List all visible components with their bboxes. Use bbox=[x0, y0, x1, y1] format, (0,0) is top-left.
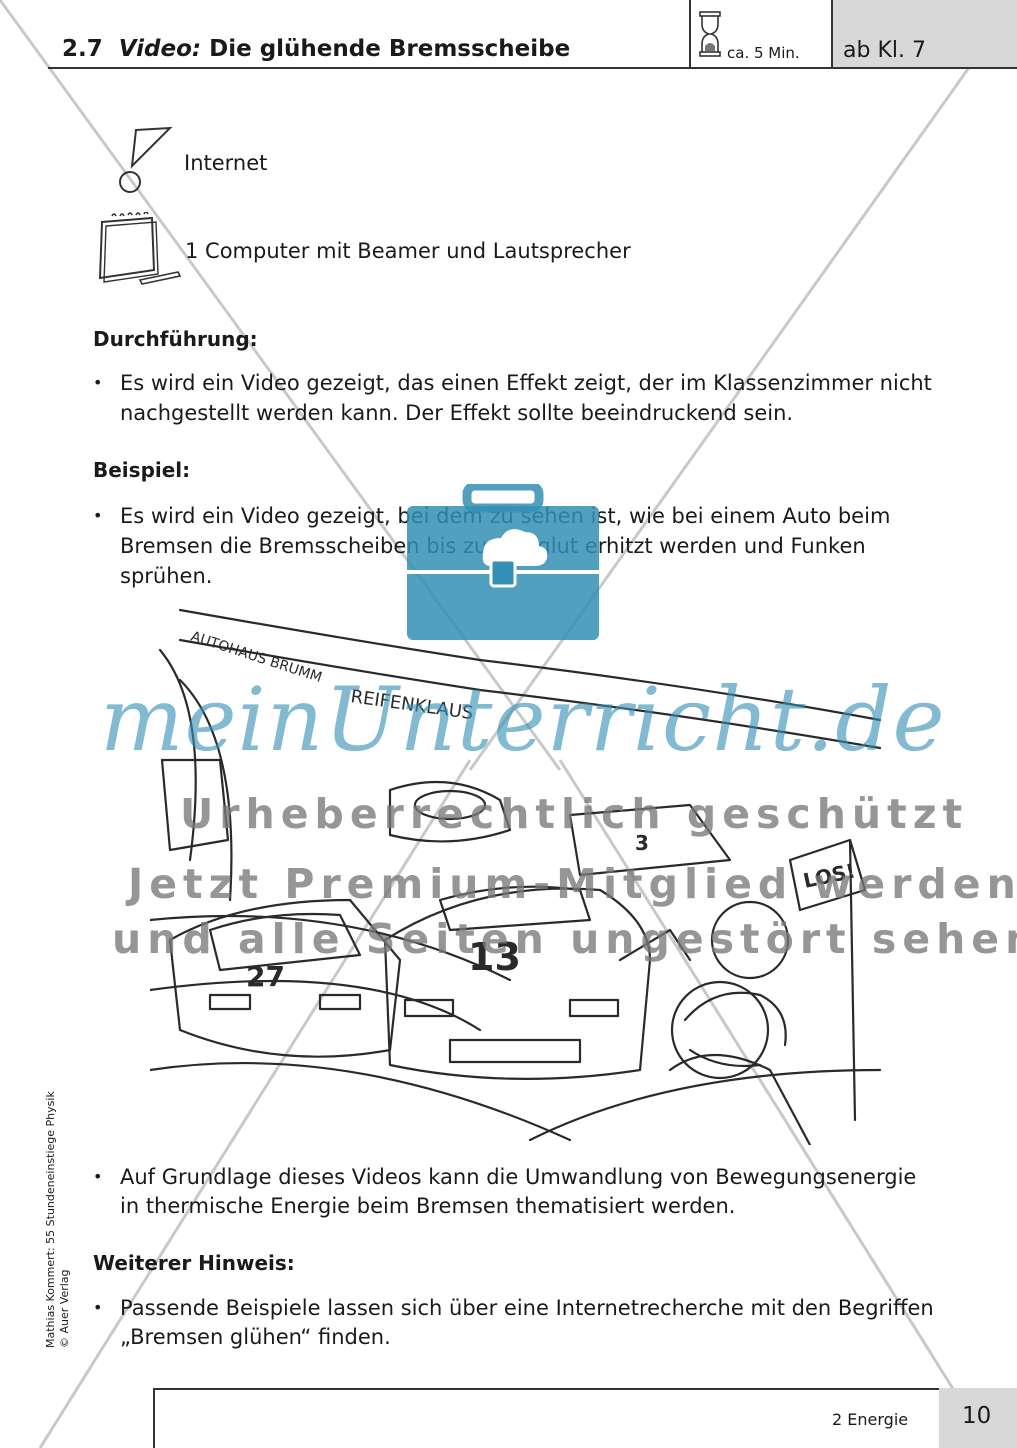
procedure-heading: Durchführung: bbox=[93, 327, 258, 351]
header-divider bbox=[831, 0, 833, 68]
race-cartoon-illustration: AUTOHAUS BRUMM REIFENKLAUS LOS! 27 13 3 bbox=[150, 608, 882, 1145]
briefcase-logo-icon bbox=[407, 484, 599, 640]
duration-label: ca. 5 Min. bbox=[727, 44, 800, 62]
hint-heading: Weiterer Hinweis: bbox=[93, 1251, 295, 1275]
watermark-line: Jetzt Premium-Mitglied werden bbox=[128, 860, 1017, 908]
bullet: • bbox=[93, 1167, 103, 1186]
grade-label: ab Kl. 7 bbox=[843, 38, 926, 63]
car-number-13: 13 bbox=[468, 935, 521, 979]
car-number-27: 27 bbox=[246, 960, 285, 993]
basis-text: in thermische Energie beim Bremsen thema… bbox=[120, 1194, 736, 1218]
title-text: Die glühende Bremsscheibe bbox=[209, 36, 571, 62]
example-heading: Beispiel: bbox=[93, 458, 191, 482]
basis-text: Auf Grundlage dieses Videos kann die Umw… bbox=[120, 1165, 917, 1189]
credit-publisher: © Auer Verlag bbox=[58, 1269, 71, 1348]
exclamation-icon bbox=[119, 126, 173, 193]
bullet: • bbox=[93, 373, 103, 392]
section-number: 2.7 bbox=[62, 36, 103, 62]
hint-text: Passende Beispiele lassen sich über eine… bbox=[120, 1296, 934, 1320]
footer-topic: 2 Energie bbox=[832, 1410, 909, 1429]
procedure-text: nachgestellt werden kann. Der Effekt sol… bbox=[120, 401, 794, 425]
car-number-3: 3 bbox=[635, 831, 649, 855]
bullet: • bbox=[93, 1298, 103, 1317]
page-title: 2.7 Video: Die glühende Bremsscheibe bbox=[62, 36, 570, 62]
notepad-icon bbox=[98, 212, 182, 285]
title-kind: Video: bbox=[118, 36, 202, 62]
material-internet: Internet bbox=[184, 151, 268, 175]
hint-text: „Bremsen glühen“ finden. bbox=[120, 1325, 391, 1349]
example-text: sprühen. bbox=[120, 564, 213, 588]
procedure-text: Es wird ein Video gezeigt, das einen Eff… bbox=[120, 371, 932, 395]
watermark-line: Urheberrechtlich geschützt bbox=[180, 790, 969, 838]
credit-author: Mathias Kommert: 55 Stundeneinstiege Phy… bbox=[44, 1091, 57, 1348]
page-number: 10 bbox=[962, 1403, 992, 1429]
header-rule bbox=[48, 67, 1017, 69]
grade-box bbox=[833, 0, 1017, 67]
watermark-brand: meinUnterricht.de bbox=[100, 668, 946, 771]
watermark-line: und alle Seiten ungestört sehen! bbox=[112, 915, 1017, 963]
hourglass-icon bbox=[699, 11, 721, 57]
footer-rule bbox=[153, 1388, 155, 1448]
header-divider bbox=[689, 0, 691, 68]
bullet: • bbox=[93, 506, 103, 525]
page-number-box bbox=[939, 1388, 1017, 1448]
footer-rule bbox=[153, 1388, 939, 1390]
material-equipment: 1 Computer mit Beamer und Lautsprecher bbox=[185, 239, 631, 263]
